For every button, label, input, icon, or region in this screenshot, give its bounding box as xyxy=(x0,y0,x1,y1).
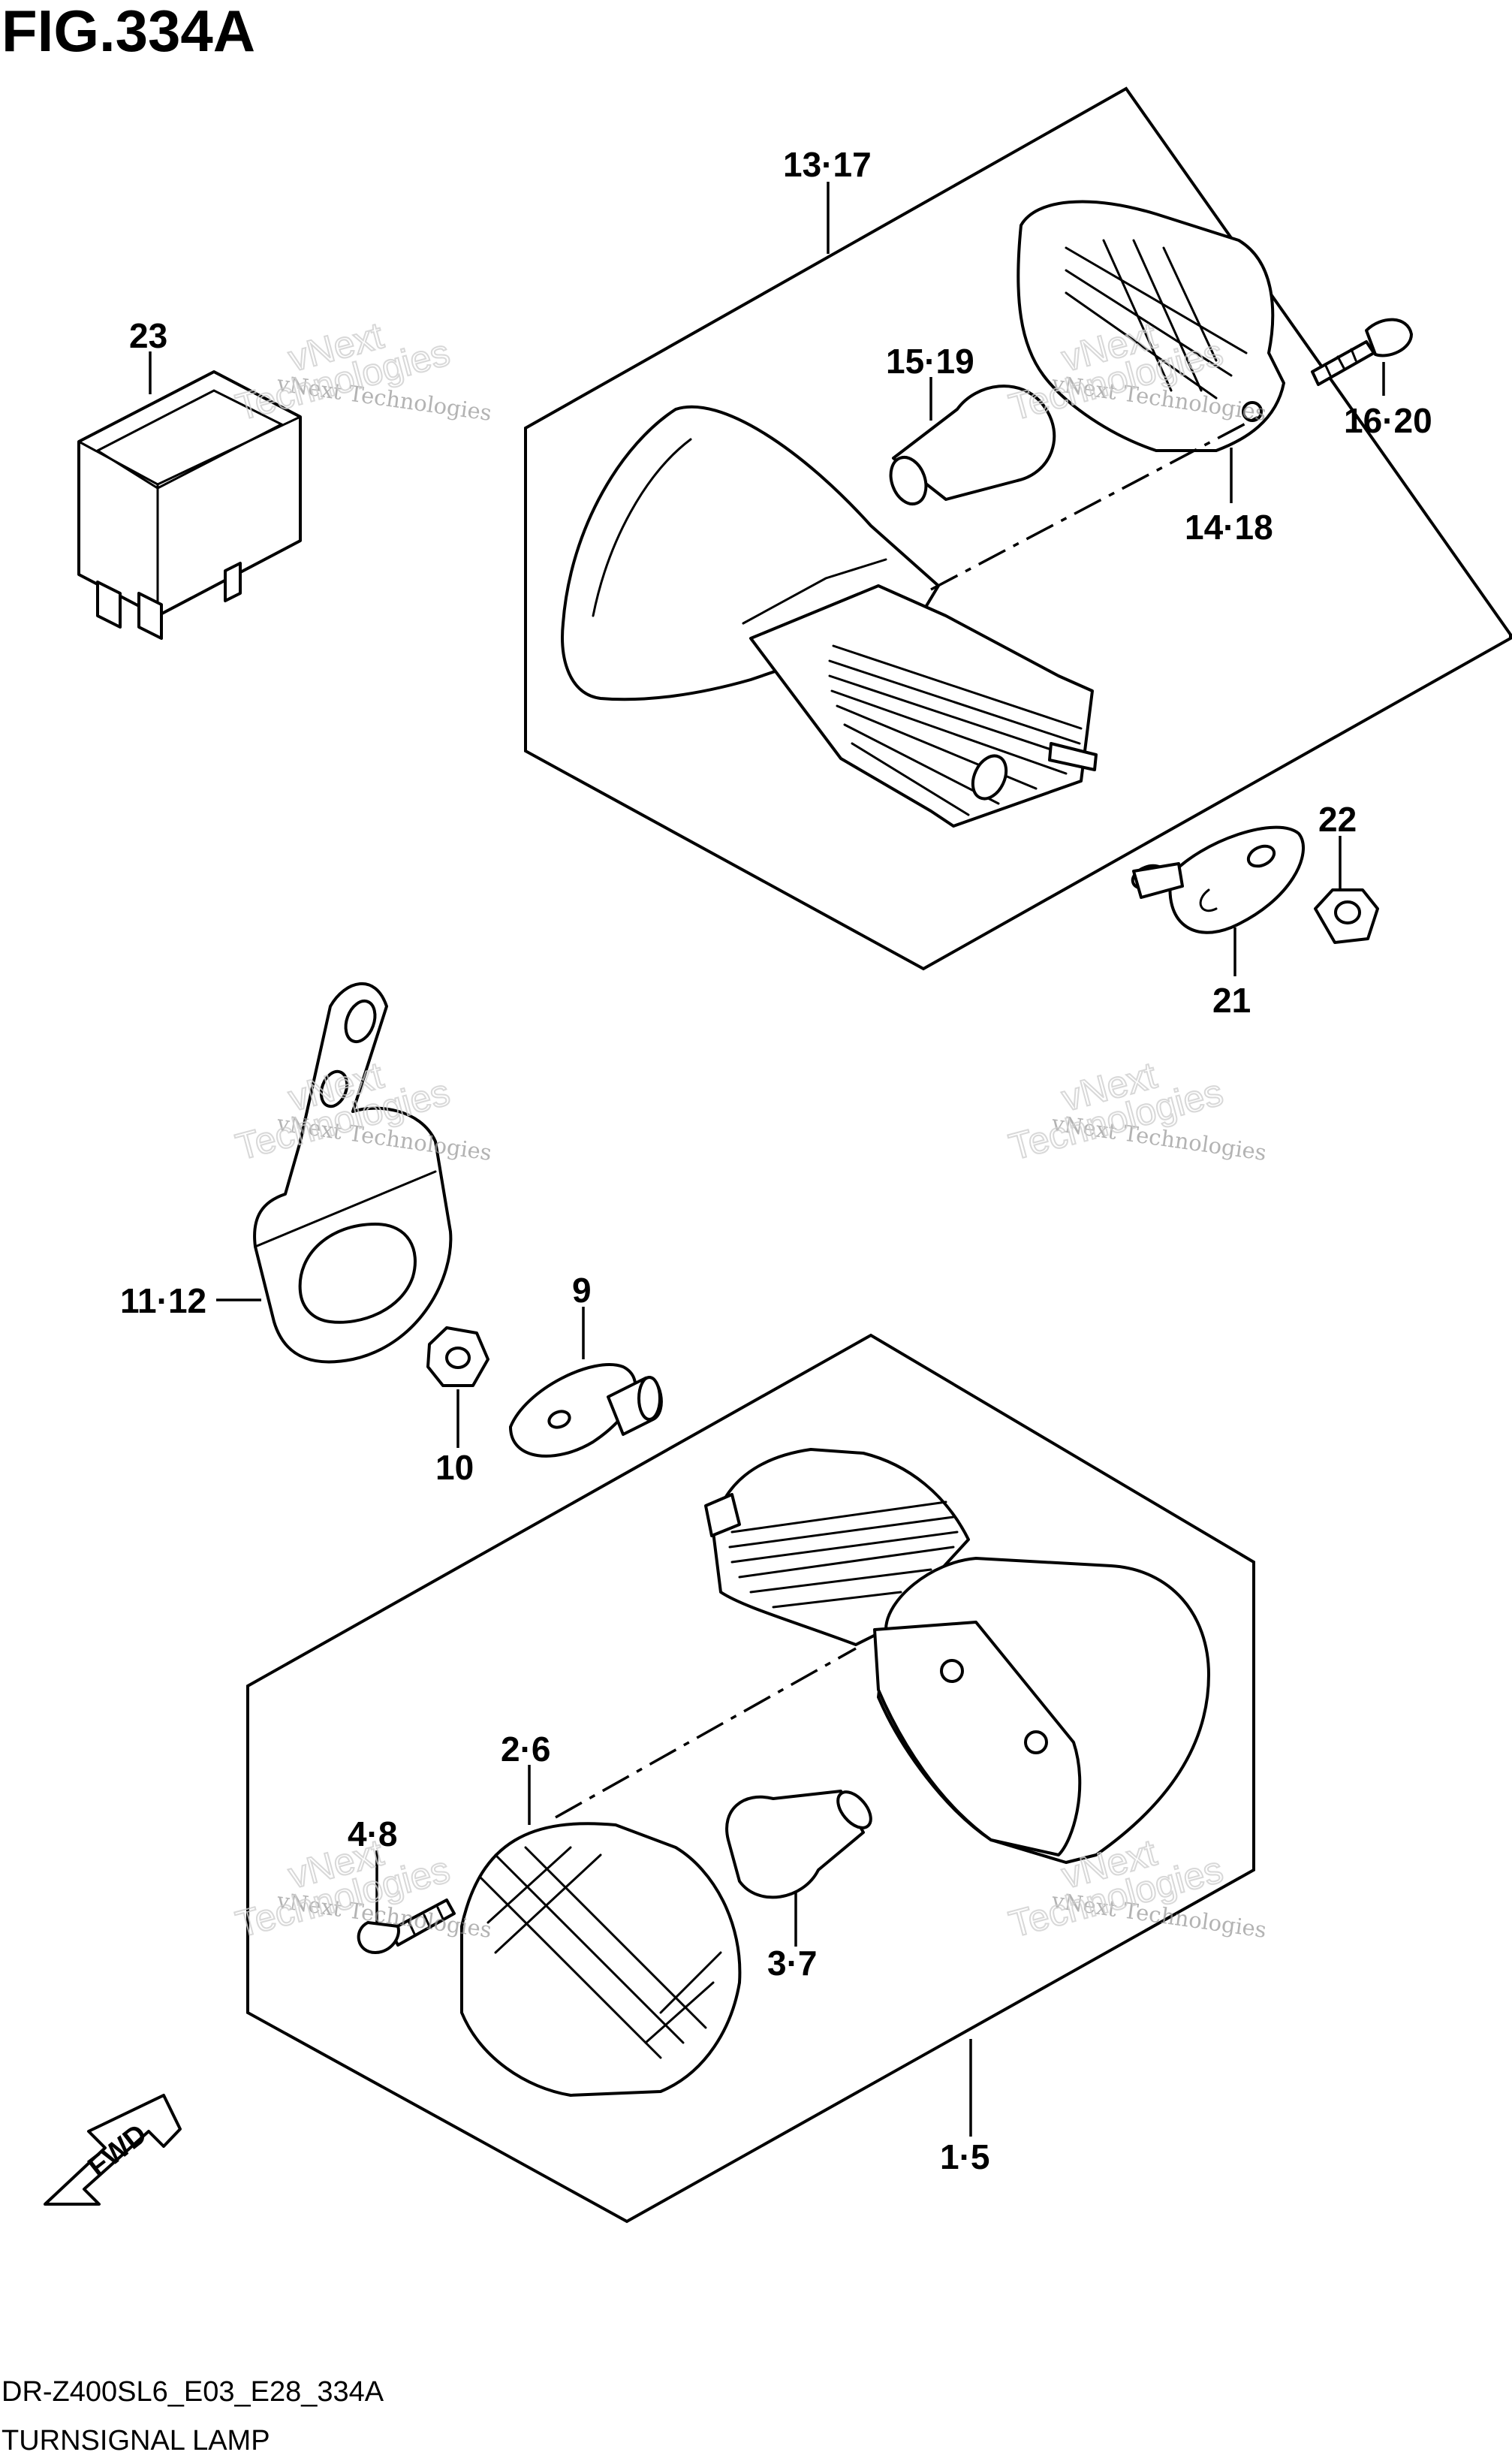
lower-screw xyxy=(357,1899,456,1954)
upper-bulb xyxy=(889,385,1056,505)
callout-15-19: 15·19 xyxy=(886,342,974,381)
mounting-bracket xyxy=(253,982,453,1364)
turn-signal-relay xyxy=(77,370,302,640)
figure-title: FIG.334A xyxy=(2,0,255,64)
callout-21: 21 xyxy=(1212,981,1251,1020)
callout-22: 22 xyxy=(1318,800,1357,839)
callout-2-6: 2·6 xyxy=(501,1730,550,1769)
upper-assembly-guide xyxy=(930,414,1262,591)
callout-13-17: 13·17 xyxy=(783,145,872,184)
upper-lamp-housing xyxy=(561,405,1098,828)
callout-10: 10 xyxy=(435,1448,474,1487)
figure-name: TURNSIGNAL LAMP xyxy=(2,2425,270,2456)
upper-screw xyxy=(1311,318,1413,386)
upper-assembly-frame xyxy=(524,86,1512,971)
upper-spacer xyxy=(1131,825,1305,934)
callout-9: 9 xyxy=(572,1271,592,1310)
callout-14-18: 14·18 xyxy=(1185,508,1273,547)
figure-code: DR-Z400SL6_E03_E28_334A xyxy=(2,2376,384,2408)
upper-lamp-lens xyxy=(1017,200,1285,452)
callout-16-20: 16·20 xyxy=(1344,401,1432,440)
callout-11-12: 11·12 xyxy=(120,1281,206,1320)
callout-1-5: 1·5 xyxy=(940,2137,989,2176)
fwd-arrow: FWD xyxy=(44,2094,182,2206)
lower-assembly-guide xyxy=(555,1647,857,1819)
callout-4-8: 4·8 xyxy=(348,1814,397,1853)
bracket-nut xyxy=(426,1326,489,1387)
lower-bulb xyxy=(725,1790,872,1899)
lower-lamp-housing xyxy=(704,1448,1210,1864)
lower-assembly-frame xyxy=(246,1333,1255,2224)
lower-spacer xyxy=(509,1363,663,1458)
callout-23: 23 xyxy=(129,316,167,355)
upper-nut xyxy=(1314,888,1379,944)
leader-lines xyxy=(149,182,1385,2137)
lower-lamp-lens xyxy=(460,1822,742,2097)
callout-3-7: 3·7 xyxy=(767,1944,817,1983)
